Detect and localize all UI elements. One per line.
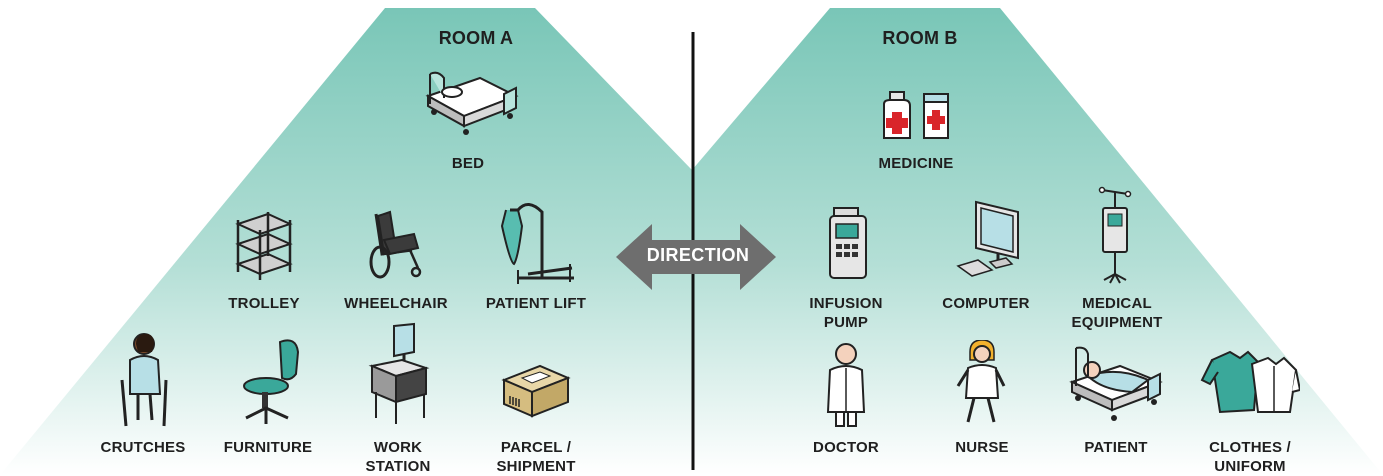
- trolley-label: TROLLEY: [228, 295, 300, 312]
- infusion-pump-label-line1: INFUSION: [809, 295, 883, 312]
- nurse-icon: [956, 340, 1006, 423]
- crutches-label: CRUTCHES: [100, 439, 186, 456]
- nurse-label: NURSE: [955, 439, 1009, 456]
- work-station-label-line1: WORK: [373, 439, 423, 456]
- trolley-icon: [235, 212, 293, 280]
- work-station-label-line2: STATION: [365, 458, 431, 475]
- room-a-area: [0, 8, 692, 475]
- bed-label: BED: [451, 155, 485, 172]
- patient-lift-label: PATIENT LIFT: [485, 295, 587, 312]
- computer-icon: [956, 200, 1019, 277]
- doctor-label: DOCTOR: [813, 439, 879, 456]
- parcel-label-line1: PARCEL /: [500, 439, 572, 456]
- direction-arrow: [616, 224, 776, 290]
- room-b-area: [692, 8, 1383, 475]
- clothes-label-line2: UNIFORM: [1214, 458, 1286, 475]
- doctor-icon: [826, 343, 866, 427]
- room-a-title: ROOM A: [438, 28, 514, 48]
- direction-label: DIRECTION: [646, 245, 750, 265]
- infusion-pump-label-line2: PUMP: [823, 314, 869, 331]
- wheelchair-icon: [369, 210, 422, 279]
- patient-icon: [1069, 346, 1163, 421]
- bed-icon: [425, 71, 519, 135]
- patient-lift-icon: [500, 203, 574, 284]
- medicine-label: MEDICINE: [878, 155, 954, 172]
- infusion-pump-icon: [829, 207, 867, 279]
- medical-equipment-label-line2: EQUIPMENT: [1071, 314, 1163, 331]
- crutches-icon: [120, 333, 168, 427]
- patient-label: PATIENT: [1084, 439, 1148, 456]
- chair-icon: [243, 339, 300, 424]
- medical-equipment-icon: [1098, 186, 1132, 284]
- clothes-icon: [1200, 350, 1300, 414]
- wheelchair-label: WHEELCHAIR: [344, 295, 448, 312]
- parcel-icon: [501, 364, 571, 418]
- work-station-icon: [368, 322, 430, 424]
- furniture-label: FURNITURE: [223, 439, 313, 456]
- medical-equipment-label-line1: MEDICAL: [1082, 295, 1152, 312]
- clothes-label-line1: CLOTHES /: [1209, 439, 1291, 456]
- parcel-label-line2: SHIPMENT: [496, 458, 576, 475]
- medicine-icon: [883, 91, 949, 139]
- room-b-title: ROOM B: [882, 28, 958, 48]
- computer-label: COMPUTER: [942, 295, 1030, 312]
